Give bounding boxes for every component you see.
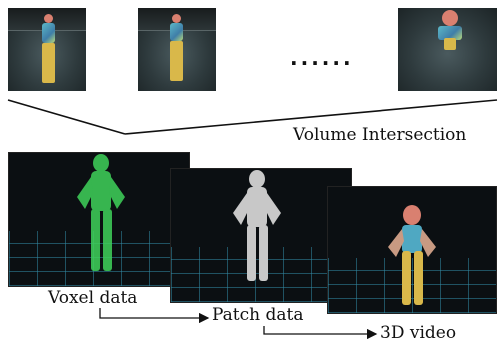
- camera-image-1: [8, 8, 86, 91]
- patch-data-label: Patch data: [212, 305, 304, 325]
- camera-image-3: [398, 8, 497, 91]
- 3d-video-image: [327, 186, 497, 314]
- arrow-patch-to-video: [263, 326, 378, 340]
- volume-intersection-label: Volume Intersection: [293, 125, 467, 145]
- voxel-data-image: [8, 152, 190, 287]
- arrow-voxel-to-patch: [99, 308, 210, 324]
- ellipsis: ......: [290, 46, 354, 70]
- voxel-data-label: Voxel data: [48, 288, 138, 308]
- patch-data-image: [170, 168, 352, 303]
- camera-image-2: [138, 8, 216, 91]
- 3d-video-label: 3D video: [380, 323, 457, 343]
